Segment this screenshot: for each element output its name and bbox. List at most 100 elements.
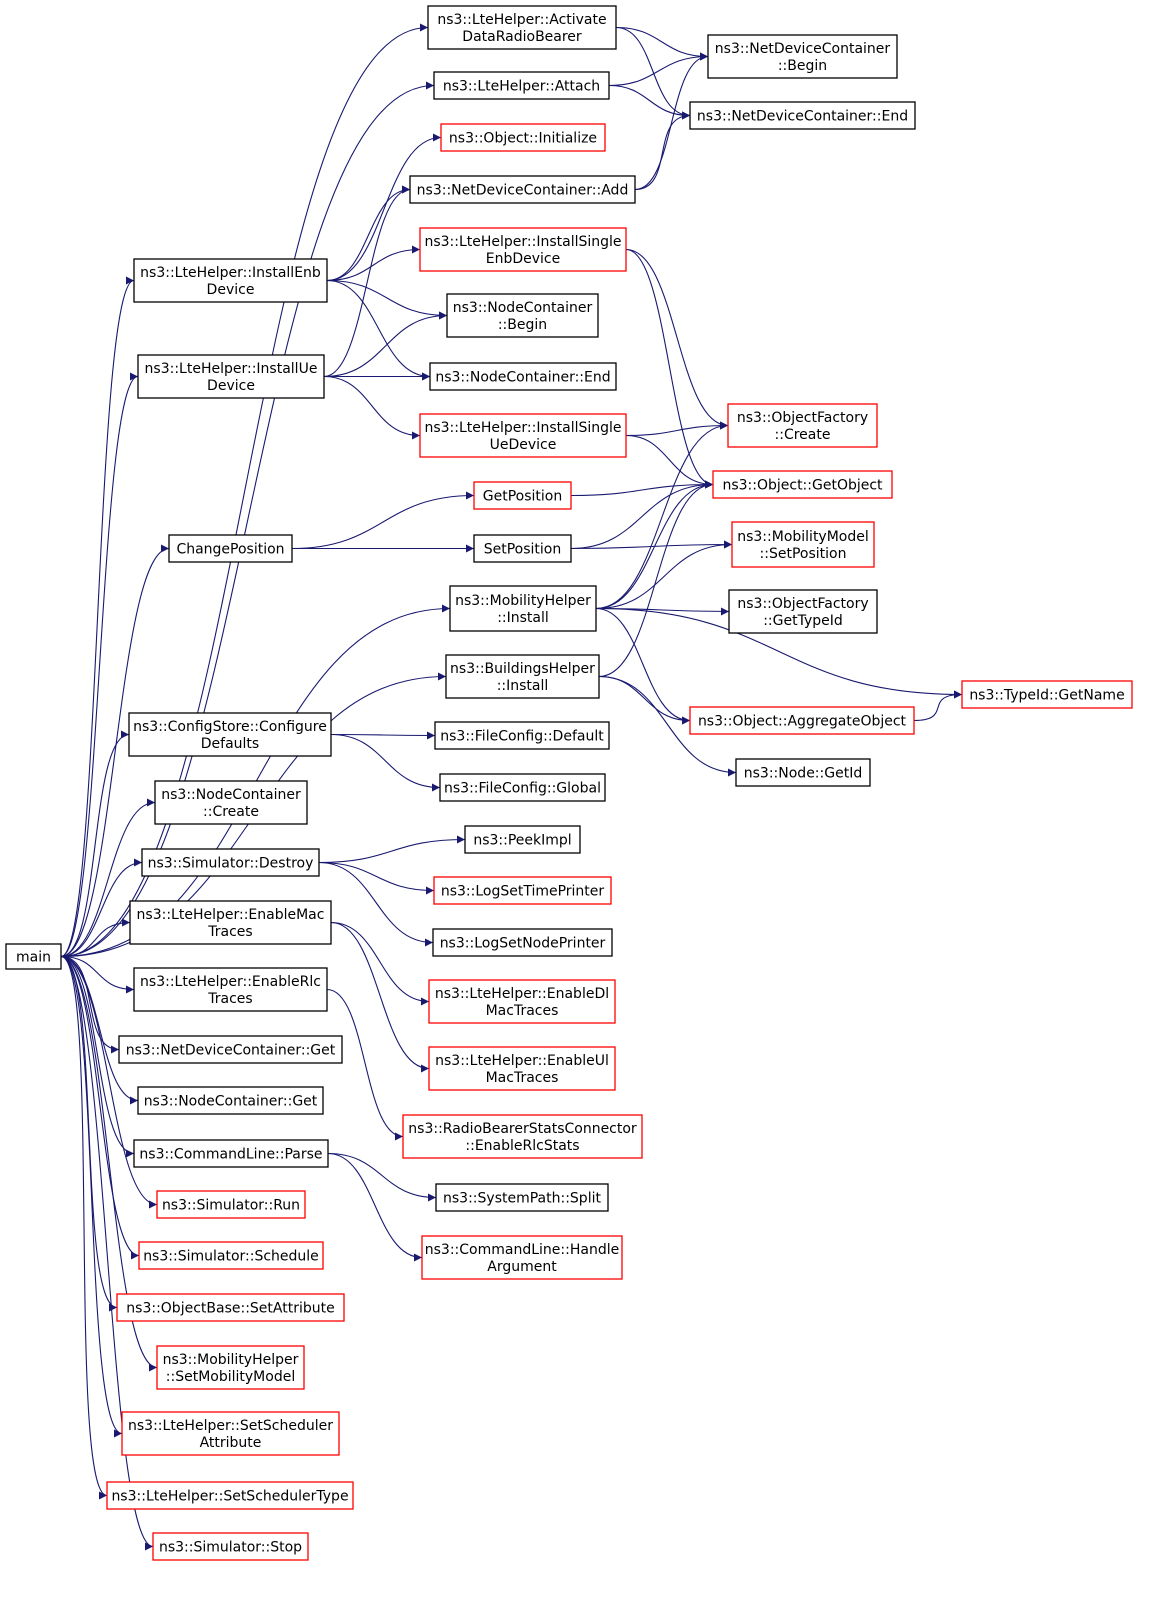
node-label: ns3::NodeContainer::End xyxy=(435,370,610,386)
node-box xyxy=(154,780,308,825)
node-label: GetPosition xyxy=(483,489,562,505)
node-label: ns3::LteHelper::InstallEnb xyxy=(140,265,321,281)
node-mmsetpos[interactable]: ns3::MobilityModel::SetPosition xyxy=(731,521,875,568)
node-cmdparse[interactable]: ns3::CommandLine::Parse xyxy=(133,1139,329,1168)
node-lognode[interactable]: ns3::LogSetNodePrinter xyxy=(432,928,613,957)
node-ncbegin[interactable]: ns3::NodeContainer::Begin xyxy=(446,293,599,338)
node-label: ns3::NetDeviceContainer::Add xyxy=(417,183,629,199)
node-bldinstall[interactable]: ns3::BuildingsHelper::Install xyxy=(445,654,600,699)
node-setmobmodel[interactable]: ns3::MobilityHelper::SetMobilityModel xyxy=(156,1345,305,1390)
node-label: ns3::LogSetNodePrinter xyxy=(440,936,606,952)
node-ncend[interactable]: ns3::NodeContainer::End xyxy=(429,362,617,391)
node-label: ns3::FileConfig::Default xyxy=(440,729,604,745)
node-box xyxy=(421,1235,623,1280)
node-ndcend[interactable]: ns3::NetDeviceContainer::End xyxy=(689,101,916,130)
node-label: ns3::ConfigStore::Configure xyxy=(133,719,327,735)
node-ofgettypeid[interactable]: ns3::ObjectFactory::GetTypeId xyxy=(728,589,878,634)
node-box xyxy=(727,403,878,448)
node-simdestroy[interactable]: ns3::Simulator::Destroy xyxy=(141,848,320,877)
node-box xyxy=(434,721,610,750)
node-nodegetid[interactable]: ns3::Node::GetId xyxy=(735,758,871,787)
node-fcdefault[interactable]: ns3::FileConfig::Default xyxy=(434,721,610,750)
node-label: ns3::LteHelper::InstallSingle xyxy=(424,234,621,250)
node-rbsc[interactable]: ns3::RadioBearerStatsConnector::EnableRl… xyxy=(402,1114,643,1159)
node-box xyxy=(156,1190,306,1219)
edge-mobinstall-to-ofcreate xyxy=(595,421,729,610)
node-mobinstall[interactable]: ns3::MobilityHelper::Install xyxy=(449,585,597,632)
node-typeidgetname[interactable]: ns3::TypeId::GetName xyxy=(961,680,1133,709)
edge-activate-to-ndcend xyxy=(615,26,691,120)
node-label: ns3::LteHelper::EnableDl xyxy=(435,986,609,1002)
node-ofcreate[interactable]: ns3::ObjectFactory::Create xyxy=(727,403,878,448)
node-changepos[interactable]: ChangePosition xyxy=(168,534,293,563)
node-box xyxy=(106,1481,354,1510)
edge-main-to-enablerlc xyxy=(60,955,135,994)
node-box xyxy=(428,1046,616,1091)
node-syssplit[interactable]: ns3::SystemPath::Split xyxy=(435,1183,609,1212)
edge-installsingleenb-to-objgetobj xyxy=(625,248,714,489)
edge-bldinstall-to-aggobj xyxy=(598,675,691,725)
node-box xyxy=(409,175,636,204)
edge-attach-to-ndcend xyxy=(608,84,691,120)
node-ncget[interactable]: ns3::NodeContainer::Get xyxy=(137,1086,324,1115)
node-nccreate[interactable]: ns3::NodeContainer::Create xyxy=(154,780,308,825)
node-box xyxy=(464,825,581,854)
node-fcglobal[interactable]: ns3::FileConfig::Global xyxy=(439,773,606,802)
node-peekimpl[interactable]: ns3::PeekImpl xyxy=(464,825,581,854)
node-setpos[interactable]: SetPosition xyxy=(473,534,572,563)
edge-main-to-nccreate xyxy=(60,798,156,958)
node-box xyxy=(5,943,62,970)
node-label: ns3::LteHelper::SetSchedulerType xyxy=(111,1489,348,1505)
node-ndcget[interactable]: ns3::NetDeviceContainer::Get xyxy=(118,1035,343,1064)
node-box xyxy=(141,848,320,877)
node-box xyxy=(429,362,617,391)
node-label: Attribute xyxy=(200,1435,262,1451)
node-box xyxy=(473,481,572,510)
edge-main-to-setmobmodel xyxy=(60,955,158,1372)
node-label: ::Install xyxy=(497,678,549,694)
node-attach[interactable]: ns3::LteHelper::Attach xyxy=(433,71,610,100)
node-box xyxy=(446,293,599,338)
node-setattr[interactable]: ns3::ObjectBase::SetAttribute xyxy=(116,1293,345,1322)
edge-mobinstall-to-aggobj xyxy=(595,607,691,725)
node-box xyxy=(152,1532,309,1561)
edge-bldinstall-to-objgetobj xyxy=(598,480,714,678)
node-simstop[interactable]: ns3::Simulator::Stop xyxy=(152,1532,309,1561)
node-logtime[interactable]: ns3::LogSetTimePrinter xyxy=(433,876,612,905)
node-aggobj[interactable]: ns3::Object::AggregateObject xyxy=(689,706,915,735)
node-simschedule[interactable]: ns3::Simulator::Schedule xyxy=(138,1241,324,1270)
node-objgetobj[interactable]: ns3::Object::GetObject xyxy=(712,470,893,499)
node-label: Argument xyxy=(487,1259,557,1275)
edge-getpos-to-objgetobj xyxy=(570,480,714,497)
edge-installsingleenb-to-ofcreate xyxy=(625,248,729,430)
edge-main-to-simdestroy xyxy=(60,858,143,958)
node-setschedtype[interactable]: ns3::LteHelper::SetSchedulerType xyxy=(106,1481,354,1510)
node-label: ns3::LogSetTimePrinter xyxy=(441,884,605,900)
node-objinit[interactable]: ns3::Object::Initialize xyxy=(440,123,606,152)
node-ndcadd[interactable]: ns3::NetDeviceContainer::Add xyxy=(409,175,636,204)
node-label: ns3::LteHelper::EnableMac xyxy=(137,907,325,923)
node-box xyxy=(735,758,871,787)
edge-main-to-ndcget xyxy=(60,955,120,1054)
edge-enablemac-to-enabledl xyxy=(330,921,430,1006)
node-simrun[interactable]: ns3::Simulator::Run xyxy=(156,1190,306,1219)
edge-ndcadd-to-ndcend xyxy=(634,111,691,191)
node-ndcbegin[interactable]: ns3::NetDeviceContainer::Begin xyxy=(707,34,898,79)
node-getpos[interactable]: GetPosition xyxy=(473,481,572,510)
node-box xyxy=(129,900,332,945)
node-main[interactable]: main xyxy=(5,943,62,970)
node-box xyxy=(435,1183,609,1212)
